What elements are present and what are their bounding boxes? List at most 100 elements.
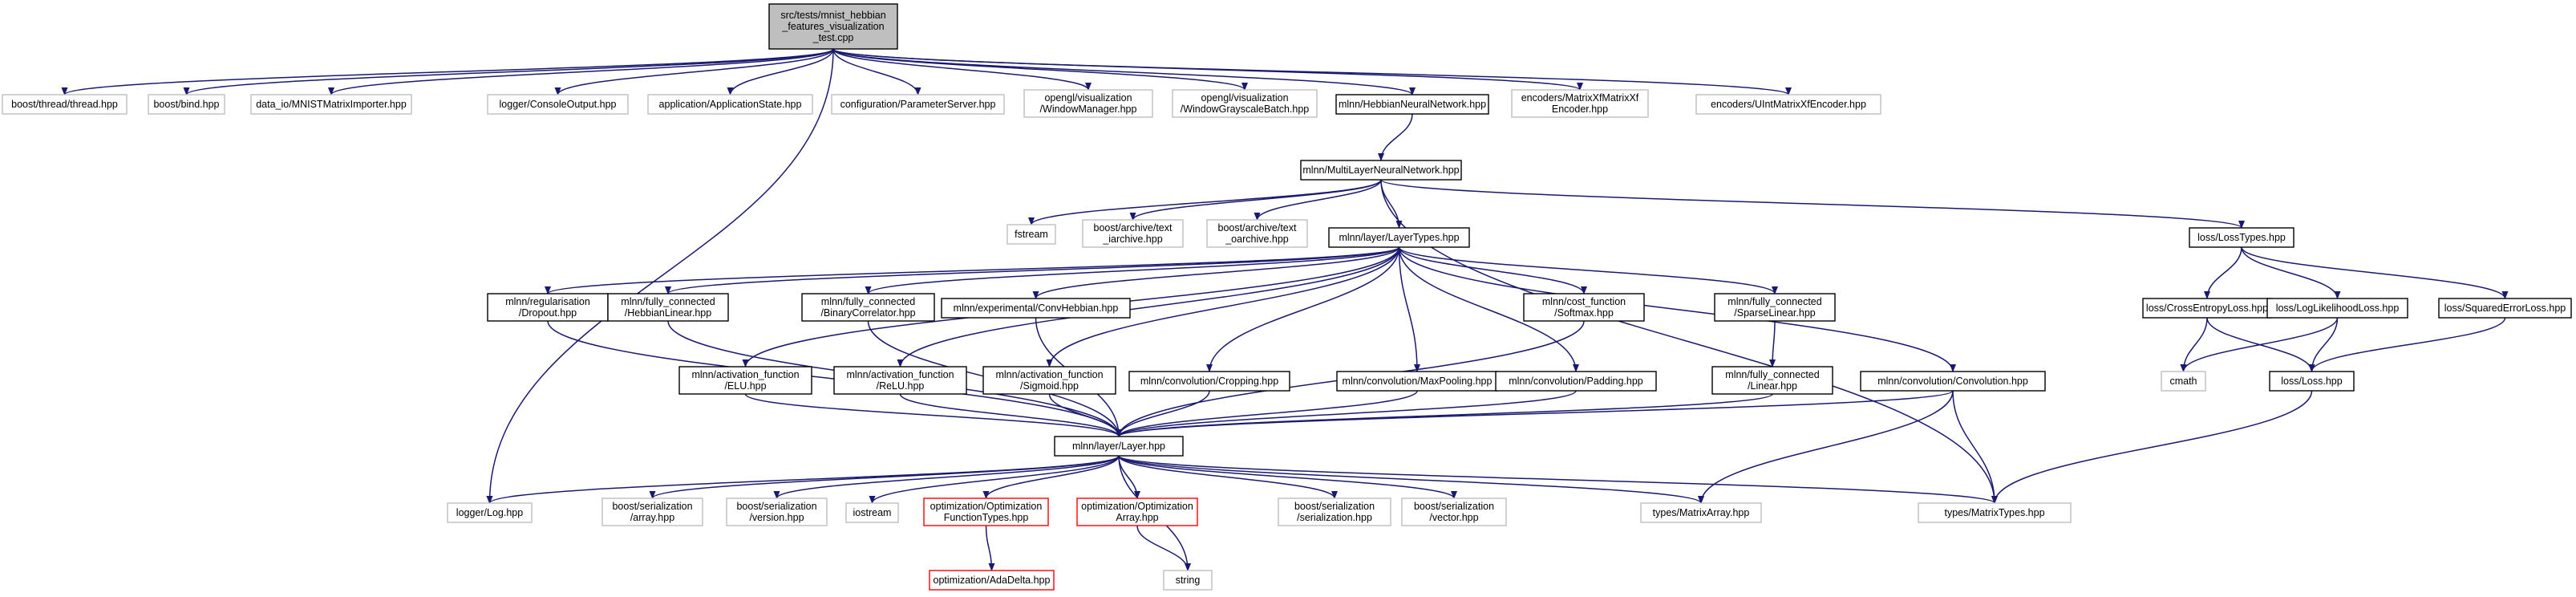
node-label-toarchive-0: boost/archive/text	[1218, 222, 1297, 234]
node-label-cmath-0: cmath	[2169, 376, 2197, 387]
node-label-elu-0: mlnn/activation_function	[691, 369, 799, 380]
node-label-toarchive-1: _oarchive.hpp	[1225, 234, 1289, 245]
edge-layertypes-to-convolution	[1398, 246, 1956, 372]
node-optfunc: optimization/OptimizationFunctionTypes.h…	[923, 497, 1049, 526]
node-box-appstate	[647, 94, 813, 115]
node-convolution[interactable]: mlnn/convolution/Convolution.hpp	[1860, 371, 2046, 392]
node-label-serversion-1: /version.hpp	[749, 512, 804, 523]
node-label-hebblinear-0: mlnn/fully_connected	[621, 296, 715, 307]
edge-losstypes-to-sqloss	[2241, 246, 2509, 299]
node-label-serser-0: boost/serialization	[1294, 501, 1375, 512]
node-label-serarray-0: boost/serialization	[612, 501, 692, 512]
node-servector: boost/serialization/vector.hpp	[1401, 497, 1507, 526]
node-linear[interactable]: mlnn/fully_connected/Linear.hpp	[1711, 366, 1833, 395]
edge-layertypes-to-sigmoid	[1046, 246, 1400, 368]
node-label-serarray-1: /array.hpp	[630, 512, 674, 523]
edge-mlnet-to-toarchive	[1254, 179, 1382, 221]
edges-layer	[61, 48, 2509, 571]
node-label-winmgr-1: /WindowManager.hpp	[1040, 104, 1137, 115]
node-convhebb[interactable]: mlnn/experimental/ConvHebbian.hpp	[941, 298, 1131, 319]
node-box-sqloss	[2438, 298, 2572, 319]
node-cropping[interactable]: mlnn/convolution/Cropping.hpp	[1128, 371, 1290, 392]
edge-layertypes-to-bincorr	[865, 246, 1400, 294]
node-box-losstypes	[2189, 227, 2295, 248]
node-sparselinear[interactable]: mlnn/fully_connected/SparseLinear.hpp	[1714, 293, 1836, 322]
node-label-bincorr-0: mlnn/fully_connected	[821, 296, 915, 307]
edge-root-to-log	[486, 48, 834, 504]
node-box-optfunc	[923, 497, 1049, 526]
node-label-matxf-0: encoders/MatrixXfMatrixXf	[1521, 92, 1639, 104]
node-box-uintenc	[1695, 94, 1881, 115]
node-loss[interactable]: loss/Loss.hpp	[2269, 371, 2355, 392]
node-box-winmgr	[1023, 89, 1153, 118]
node-box-cropping	[1128, 371, 1290, 392]
node-box-hebbnet	[1335, 94, 1489, 115]
node-box-servector	[1401, 497, 1507, 526]
node-elu[interactable]: mlnn/activation_function/ELU.hpp	[678, 366, 812, 395]
edge-optarray-to-string	[1136, 525, 1191, 571]
node-box-thread	[2, 94, 128, 115]
node-layer[interactable]: mlnn/layer/Layer.hpp	[1054, 436, 1184, 457]
node-box-toarchive	[1206, 219, 1308, 248]
node-matarray: types/MatrixArray.hpp	[1640, 502, 1762, 523]
edge-layertypes-to-dropout	[545, 246, 1400, 294]
edge-root-to-paramserver	[832, 48, 921, 95]
node-sqloss[interactable]: loss/SquaredErrorLoss.hpp	[2438, 298, 2572, 319]
node-fstream: fstream	[1007, 224, 1056, 245]
node-label-optfunc-1: FunctionTypes.hpp	[944, 512, 1029, 523]
edge-layer-to-serser	[1118, 455, 1338, 499]
node-label-layer-0: mlnn/layer/Layer.hpp	[1072, 441, 1165, 452]
node-label-winmgr-0: opengl/visualization	[1044, 92, 1132, 104]
node-sigmoid[interactable]: mlnn/activation_function/Sigmoid.hpp	[982, 366, 1116, 395]
node-dropout[interactable]: mlnn/regularisation/Dropout.hpp	[487, 293, 609, 322]
node-serversion: boost/serialization/version.hpp	[726, 497, 828, 526]
node-label-maxpool-0: mlnn/convolution/MaxPooling.hpp	[1343, 376, 1493, 387]
node-softmax[interactable]: mlnn/cost_function/Softmax.hpp	[1523, 293, 1645, 322]
node-box-bind	[148, 94, 225, 115]
node-paramserver: configuration/ParameterServer.hpp	[831, 94, 1005, 115]
node-box-softmax	[1523, 293, 1645, 322]
node-box-mlnet	[1300, 160, 1462, 181]
edge-padding-to-layer	[1116, 390, 1577, 437]
node-label-tiarchive-0: boost/archive/text	[1094, 222, 1173, 234]
node-label-softmax-0: mlnn/cost_function	[1542, 296, 1626, 307]
node-label-mattypes-0: types/MatrixTypes.hpp	[1944, 507, 2044, 518]
node-label-wingray-0: opengl/visualization	[1201, 92, 1288, 104]
node-label-optfunc-0: optimization/Optimization	[930, 501, 1043, 512]
node-box-adadelta	[929, 570, 1055, 591]
node-label-string-0: string	[1176, 575, 1201, 586]
edge-layer-to-log	[486, 455, 1120, 504]
node-box-tiarchive	[1082, 219, 1184, 248]
node-label-elu-1: /ELU.hpp	[724, 380, 766, 392]
node-losstypes[interactable]: loss/LossTypes.hpp	[2189, 227, 2295, 248]
node-maxpool[interactable]: mlnn/convolution/MaxPooling.hpp	[1336, 371, 1498, 392]
node-bincorr[interactable]: mlnn/fully_connected/BinaryCorrelator.hp…	[801, 293, 935, 322]
node-padding[interactable]: mlnn/convolution/Padding.hpp	[1495, 371, 1657, 392]
edge-convolution-to-layer	[1116, 390, 1954, 437]
edge-maxpool-to-layer	[1116, 390, 1418, 437]
edge-layer-to-matarray	[1118, 455, 1704, 504]
node-layertypes[interactable]: mlnn/layer/LayerTypes.hpp	[1328, 227, 1470, 248]
node-llloss[interactable]: loss/LogLikelihoodLoss.hpp	[2266, 298, 2408, 319]
node-box-elu	[678, 366, 812, 395]
edge-root-to-wingray	[832, 48, 1248, 91]
edge-llloss-to-loss	[2308, 317, 2339, 372]
node-box-root	[768, 3, 898, 50]
node-label-paramserver-0: configuration/ParameterServer.hpp	[840, 99, 996, 110]
node-relu[interactable]: mlnn/activation_function/ReLU.hpp	[833, 366, 967, 395]
node-hebblinear[interactable]: mlnn/fully_connected/HebbianLinear.hpp	[607, 293, 729, 322]
edge-layertypes-to-padding	[1398, 246, 1579, 372]
node-label-hebblinear-1: /HebbianLinear.hpp	[625, 307, 711, 319]
node-mlnet[interactable]: mlnn/MultiLayerNeuralNetwork.hpp	[1300, 160, 1462, 181]
edge-mlnet-to-layertypes	[1380, 179, 1403, 229]
node-label-padding-0: mlnn/convolution/Padding.hpp	[1509, 376, 1643, 387]
node-root[interactable]: src/tests/mnist_hebbian_features_visuali…	[768, 3, 898, 50]
node-box-string	[1163, 570, 1213, 591]
node-box-dropout	[487, 293, 609, 322]
node-hebbnet[interactable]: mlnn/HebbianNeuralNetwork.hpp	[1335, 94, 1489, 115]
node-box-cmath	[2161, 371, 2206, 392]
node-label-convolution-0: mlnn/convolution/Convolution.hpp	[1877, 376, 2028, 387]
node-celoss[interactable]: loss/CrossEntropyLoss.hpp	[2142, 298, 2272, 319]
node-box-llloss	[2266, 298, 2408, 319]
